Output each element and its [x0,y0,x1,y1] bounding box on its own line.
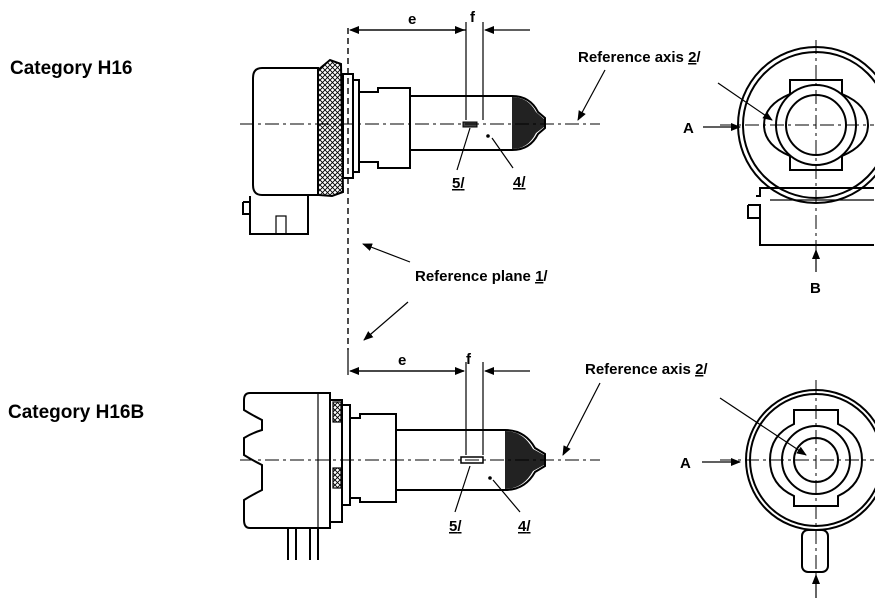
reference-plane-label: Reference plane 1/ [415,268,548,285]
h16-end-connector-top [756,187,874,197]
h16-dimensions: e f [349,9,530,120]
h16-callout-5: 5/ [452,175,465,192]
h16b-callout-4: 4/ [518,518,531,535]
h16-dot [486,134,490,138]
h16-base [358,87,411,169]
h16-callout-4: 4/ [513,174,526,191]
reference-plane-arrow-up [362,243,411,263]
h16-bulb-tip [512,97,544,149]
h16-callout-4-leader [491,137,514,169]
h16-reference-axis-label: Reference axis 2/ [578,49,701,66]
category-h16b-title: Category H16B [8,402,144,423]
h16-view-a: A [683,120,694,137]
h16b-side-view [240,392,600,560]
h16-view-b: B [810,280,821,297]
h16-knurled-ring [317,58,345,198]
h16b-view-a: A [680,455,691,472]
h16b-key-shape [768,409,864,507]
h16-connector-plug [249,196,309,235]
h16-dim-f: f [470,9,476,26]
h16b-glass-bulb [395,429,546,491]
h16b-flange-2 [341,404,351,506]
h16-plug-slot [275,215,287,235]
h16b-base [349,413,397,503]
h16-plug-latch [242,201,250,215]
h16-end-axis-arrow [717,82,773,121]
h16b-dim-f: f [466,351,472,368]
h16b-ref-axis-arrow [562,382,601,456]
h16-connector-housing [252,67,319,196]
h16b-callout-4-leader [492,479,521,513]
h16b-connector-housing [243,392,331,529]
h16-side-view [240,58,600,235]
h16b-callout-5: 5/ [449,518,462,535]
h16-glass-bulb [409,95,546,151]
reference-plane-arrow-down [363,301,409,341]
h16b-end-view [720,380,875,598]
h16-callout-5-leader [456,127,471,171]
h16b-reference-axis-label: Reference axis 2/ [585,361,708,378]
h16-end-view [720,40,875,270]
h16b-end-pin [801,529,829,573]
h16b-seal-top [332,401,342,423]
h16-ref-axis-arrow [577,69,606,121]
h16b-callout-5-leader [454,465,471,513]
h16b-dim-e: e [398,352,406,369]
h16-dim-e: e [408,11,416,28]
h16b-seal-bottom [332,467,342,489]
category-h16-title: Category H16 [10,58,133,79]
h16b-pins [287,528,319,560]
h16b-end-axis-arrow [719,397,807,456]
h16b-dimensions: e f [349,351,530,455]
h16-end-connector [747,204,874,246]
